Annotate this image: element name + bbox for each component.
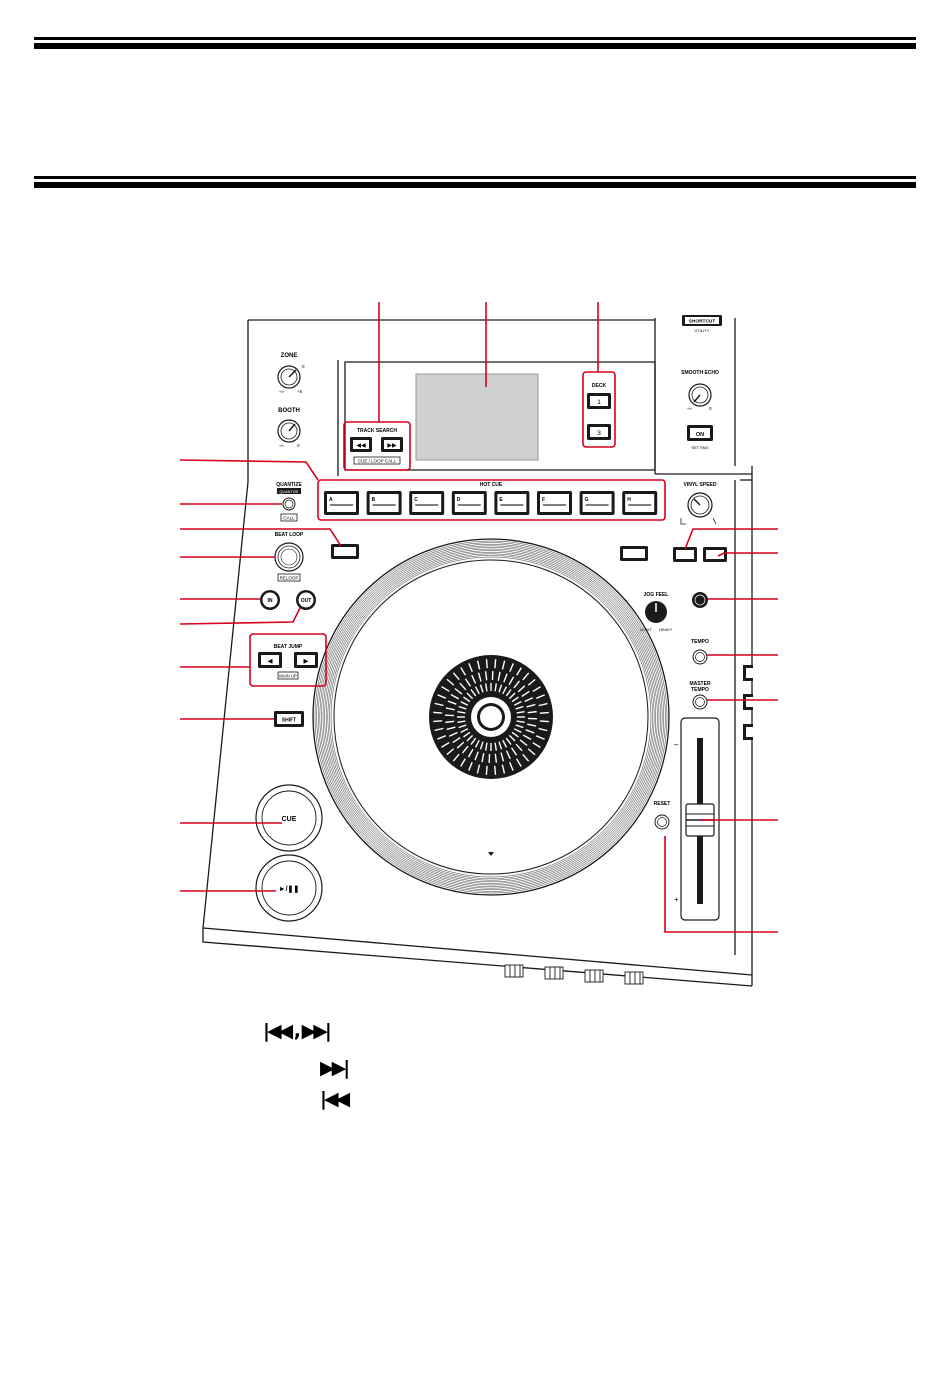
unit-body xyxy=(202,318,753,987)
in-label: IN xyxy=(268,598,273,604)
vinyl-speed-label: VINYL SPEED xyxy=(684,482,717,488)
hot-cue-pad-label: H xyxy=(627,497,631,503)
deck-1-label: 1 xyxy=(597,399,601,406)
display-screen xyxy=(415,373,539,461)
master-tempo-label-2: TEMPO xyxy=(691,687,709,693)
master-tempo-label-1: MASTER xyxy=(689,681,711,687)
header-rule-second xyxy=(34,176,916,188)
hot-cue-pad-b[interactable]: B xyxy=(366,491,402,515)
beat-jump-sub-label: MAIN UP xyxy=(279,674,297,679)
quantize-sub-label: QUANTIZE xyxy=(279,490,299,494)
jog-feel-label: JOG FEEL xyxy=(644,592,669,598)
tempo-slider[interactable] xyxy=(680,717,720,921)
on-label: ON xyxy=(696,432,704,438)
hot-cue-pad-label: E xyxy=(499,497,503,503)
booth-min: -∞ xyxy=(279,443,284,448)
hot-cue-pad-e[interactable]: E xyxy=(494,491,530,515)
cue-label: CUE xyxy=(282,816,297,823)
hot-cue-pad-c[interactable]: C xyxy=(409,491,445,515)
booth-max: 0 xyxy=(297,443,300,448)
utility-label: UTILITY xyxy=(695,328,710,333)
controller-diagram: ZONE -∞ +5 0 BOOTH -∞ 0 TRACK SEARCH ◀◀ … xyxy=(179,302,778,987)
hot-cue-pad-h[interactable]: H xyxy=(622,491,658,515)
zone-label: ZONE xyxy=(281,353,298,359)
hot-cue-pad-label: A xyxy=(329,497,333,503)
hot-cue-pad-f[interactable]: F xyxy=(537,491,572,515)
hot-cue-pads: A B C D E F G H xyxy=(324,491,658,515)
deck-3-label: 3 xyxy=(597,430,601,437)
hot-cue-pad-d[interactable]: D xyxy=(451,491,487,515)
out-label: OUT xyxy=(301,598,312,604)
next-symbol: ▶▶| xyxy=(320,1057,350,1079)
shortcut-label: SHORTCUT xyxy=(689,319,716,325)
rear-connectors xyxy=(504,964,644,985)
slider-plus-label: + xyxy=(674,895,679,904)
reset-label: RESET xyxy=(654,801,671,807)
track-search-symbols: |◀◀ , ▶▶| xyxy=(263,1020,332,1042)
tempo-label: TEMPO xyxy=(691,639,709,645)
shift-label: SHIFT xyxy=(282,718,296,724)
callout-markers xyxy=(179,302,778,933)
light-label: LIGHT xyxy=(640,627,652,632)
deck-label: DECK xyxy=(592,383,607,389)
hot-cue-pad-a[interactable]: A xyxy=(324,491,359,515)
hot-cue-pad-g[interactable]: G xyxy=(579,491,615,515)
setting-label: SETTING xyxy=(691,445,708,450)
tempo-reset-button[interactable] xyxy=(654,814,670,830)
cue-button[interactable] xyxy=(255,784,323,852)
beat-jump-label: BEAT JUMP xyxy=(274,644,303,650)
tempo-button[interactable] xyxy=(692,649,708,665)
play-pause-button[interactable] xyxy=(255,854,323,922)
hot-cue-pad-label: G xyxy=(585,497,589,503)
tempo-range-button[interactable] xyxy=(692,592,708,608)
zone-min: -∞ xyxy=(279,389,284,394)
play-label: ►/❚❚ xyxy=(279,885,300,893)
svg-text:◀: ◀ xyxy=(268,658,274,665)
heavy-label: HEAVY xyxy=(659,627,673,632)
smooth-echo-min: -∞ xyxy=(687,406,692,411)
prev-symbol: |◀◀ xyxy=(320,1088,350,1110)
call-label: CALL xyxy=(283,516,295,521)
svg-text:▶▶: ▶▶ xyxy=(387,443,397,449)
svg-text:▶: ▶ xyxy=(304,658,310,665)
hot-cue-pad-label: C xyxy=(414,497,418,503)
hot-cue-label: HOT CUE xyxy=(480,482,503,488)
header-rule-top xyxy=(34,37,916,49)
cue-loop-call-label: CUE / LOOP CALL xyxy=(358,459,397,464)
booth-label: BOOTH xyxy=(278,408,300,414)
smooth-echo-label: SMOOTH ECHO xyxy=(681,370,719,376)
beat-loop-knob[interactable] xyxy=(274,542,304,572)
slider-minus-label: – xyxy=(674,740,679,749)
zone-max: +5 xyxy=(297,389,303,394)
smooth-echo-max: 0 xyxy=(709,406,712,411)
jog-wheel[interactable] xyxy=(312,538,670,896)
master-tempo-button[interactable] xyxy=(692,694,708,710)
beat-loop-label: BEAT LOOP xyxy=(275,532,304,538)
quantize-label: QUANTIZE xyxy=(276,482,302,488)
hot-cue-pad-label: B xyxy=(372,497,376,503)
hot-cue-pad-label: D xyxy=(457,497,461,503)
svg-text:◀◀: ◀◀ xyxy=(356,443,366,449)
track-search-label: TRACK SEARCH xyxy=(357,428,397,434)
hot-cue-pad-label: F xyxy=(542,497,545,503)
reloop-label: RELOOP xyxy=(280,576,299,581)
zone-mid: 0 xyxy=(302,364,305,369)
